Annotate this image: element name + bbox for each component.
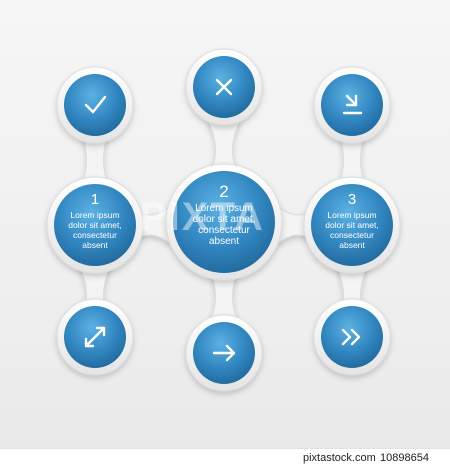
arrow-right-icon — [212, 344, 236, 362]
node-2-line-3: consectetur — [198, 225, 250, 236]
expand-arrows-icon — [84, 326, 106, 348]
footer-bar: pixtastock.com 10898654 — [0, 448, 450, 469]
check-icon — [84, 95, 107, 114]
double-chevron-right-icon — [341, 328, 361, 346]
node-2-line-2: dolor sit amet, — [192, 214, 256, 225]
node-3-line-4: absent — [339, 240, 365, 250]
node-3-line-1: Lorem ipsum — [327, 210, 377, 220]
download-icon — [342, 94, 363, 115]
node-3-line-2: dolor sit amet, — [325, 220, 379, 230]
node-2-text: Lorem ipsum dolor sit amet, consectetur … — [169, 203, 279, 247]
node-3-text: Lorem ipsum dolor sit amet, consectetur … — [307, 210, 397, 250]
node-1-line-2: dolor sit amet, — [68, 220, 122, 230]
node-1-text: Lorem ipsum dolor sit amet, consectetur … — [50, 210, 140, 250]
node-2-line-4: absent — [208, 236, 240, 247]
footer-brand: pixtastock.com — [303, 452, 376, 464]
node-circle-1[interactable] — [54, 184, 136, 266]
node-1-line-1: Lorem ipsum — [70, 210, 120, 220]
node-1-line-3: consectetur — [73, 230, 117, 240]
node-3-number: 3 — [347, 191, 357, 208]
node-2-number: 2 — [219, 182, 229, 201]
node-circle-3[interactable] — [311, 184, 393, 266]
node-3-line-3: consectetur — [330, 230, 374, 240]
footer-image-id: 10898654 — [380, 452, 429, 464]
node-2-line-1: Lorem ipsum — [195, 203, 253, 214]
node-1-line-4: absent — [82, 240, 108, 250]
node-circle-2[interactable] — [173, 171, 275, 273]
node-1-number: 1 — [90, 191, 100, 208]
close-icon — [215, 78, 233, 96]
icon-circle-top-left[interactable] — [64, 74, 126, 136]
icon-circle-bottom-right[interactable] — [321, 306, 383, 368]
